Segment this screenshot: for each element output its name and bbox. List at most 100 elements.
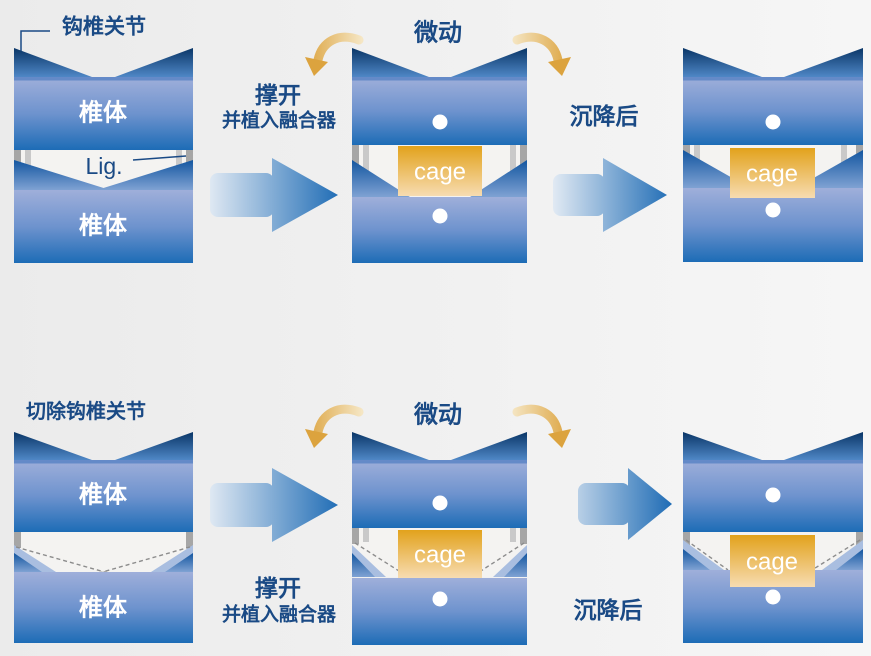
uncinate-process-top-right [451, 432, 527, 460]
arrow-tail [210, 173, 274, 217]
ligament-bar-right-outer [520, 528, 527, 544]
rotation-arc-left [313, 32, 364, 65]
uncinate-process-top-left [683, 48, 762, 77]
motion-dot-upper [432, 114, 448, 130]
upper-vertebra-endplate [683, 460, 863, 464]
joint-label: 钩椎关节 [62, 15, 146, 39]
uncinate-process-top-left [14, 432, 92, 460]
ligament-pointer-line [132, 155, 187, 161]
uncinate-process-top-right [784, 432, 863, 460]
rotation-arrowhead-right [548, 429, 571, 448]
upper-vertebra-endplate [683, 77, 863, 81]
uncinate-process-right [97, 160, 193, 190]
arrow-tail [578, 483, 630, 525]
motion-dot-upper [765, 487, 781, 503]
rotation-arc-left [313, 404, 364, 437]
upper-vertebra-label: 椎体 [79, 482, 128, 509]
uncinate-remnant-right [165, 553, 193, 572]
row1-panel-intact: 钩椎关节 椎体 Lig. 椎体 [14, 15, 193, 263]
row2-panel-implanted: 微动 cage [305, 401, 571, 645]
resection-dashed-line-right [469, 542, 525, 579]
arrow-head [603, 158, 667, 232]
resection-label: 切除钩椎关节 [26, 399, 146, 423]
cage [730, 148, 815, 198]
ligament-bar-right-inner [510, 145, 516, 190]
ligament-bar-left-inner [363, 145, 369, 190]
arrow-tail [553, 174, 605, 216]
row2-panel-resected: 切除钩椎关节 椎体 椎体 [14, 399, 193, 643]
upper-vertebra-endplate [14, 460, 193, 464]
upper-vertebra [683, 77, 863, 145]
rotation-arrowhead-right [548, 57, 571, 76]
ligament-bar-right-inner [510, 528, 516, 542]
motion-dot-lower [432, 591, 448, 607]
lower-vertebra [14, 190, 193, 263]
arrow-head [272, 158, 338, 232]
subside-title: 沉降后 [574, 597, 643, 623]
ligament-bar-left-outer [352, 528, 359, 544]
rotation-arc-right [512, 404, 563, 437]
cage [730, 535, 815, 587]
lower-vertebra [352, 197, 527, 263]
uncinate-remnant-right [836, 549, 863, 570]
ligament-bar-left-inner [363, 528, 369, 542]
rotation-arrow-left [305, 404, 364, 448]
distract-title: 撑开 [255, 575, 301, 601]
uncinate-process-right [470, 160, 527, 197]
row2-step-subside: 沉降后 [574, 468, 672, 623]
motion-dot-lower [765, 202, 781, 218]
motion-dot-lower [765, 589, 781, 605]
rotation-arc-right [512, 32, 563, 65]
right-arrow [553, 158, 667, 232]
lower-vertebra [14, 572, 193, 643]
lower-vertebra-label: 椎体 [79, 213, 128, 240]
resection-dashed-line-left [354, 542, 411, 579]
uncinate-process-top-right [784, 48, 863, 77]
subside-title: 沉降后 [570, 103, 639, 129]
motion-dot-lower [432, 208, 448, 224]
cage-label: cage [414, 542, 466, 569]
uncinate-process-top-left [352, 432, 429, 460]
right-arrow [578, 468, 672, 540]
row1-step-distract: 撑开 并植入融合器 [210, 82, 338, 232]
arrow-tail [210, 483, 274, 527]
distract-subtitle: 并植入融合器 [222, 603, 337, 626]
row2-panel-subsided: cage [683, 432, 863, 643]
ligament-bar-left [14, 532, 21, 548]
cage [398, 146, 482, 196]
upper-vertebra-label: 椎体 [79, 100, 128, 127]
rotation-arrowhead-left [305, 57, 328, 76]
lower-vertebra-label: 椎体 [79, 595, 128, 622]
upper-vertebra [352, 460, 527, 528]
uncinate-process-top-right [115, 48, 193, 77]
uncinate-process-top-left [352, 48, 429, 77]
upper-vertebra-endplate [352, 77, 527, 81]
distract-subtitle: 并植入融合器 [222, 109, 337, 132]
cage-label: cage [746, 549, 798, 576]
upper-vertebra [14, 460, 193, 532]
uncinate-process-top-right [115, 432, 193, 460]
distract-title: 撑开 [255, 82, 301, 108]
lower-vertebra [352, 578, 527, 645]
uncinate-remnant-right [504, 553, 527, 577]
arrow-head [272, 468, 338, 542]
rotation-arrow-right [512, 32, 571, 76]
uncinate-remnant-left [683, 549, 710, 570]
row1-panel-implanted: 微动 cage [305, 19, 571, 263]
upper-vertebra-endplate [352, 460, 527, 464]
motion-dot-upper [432, 495, 448, 511]
rotation-arrow-left [305, 32, 364, 76]
upper-vertebra [352, 77, 527, 145]
motion-dot-upper [765, 114, 781, 130]
resection-dashed-line-right [98, 546, 191, 574]
upper-vertebra [14, 77, 193, 150]
row1-step-subside: 沉降后 [553, 103, 667, 232]
row1-panel-subsided: cage [683, 48, 863, 262]
resection-dashed-line-left [685, 539, 729, 571]
uncinate-process-top-left [14, 48, 92, 77]
rotation-arrowhead-left [305, 429, 328, 448]
uncinate-process-left [352, 160, 410, 197]
resection-dashed-line-left [15, 546, 109, 574]
ligament-bar-right [186, 532, 193, 548]
